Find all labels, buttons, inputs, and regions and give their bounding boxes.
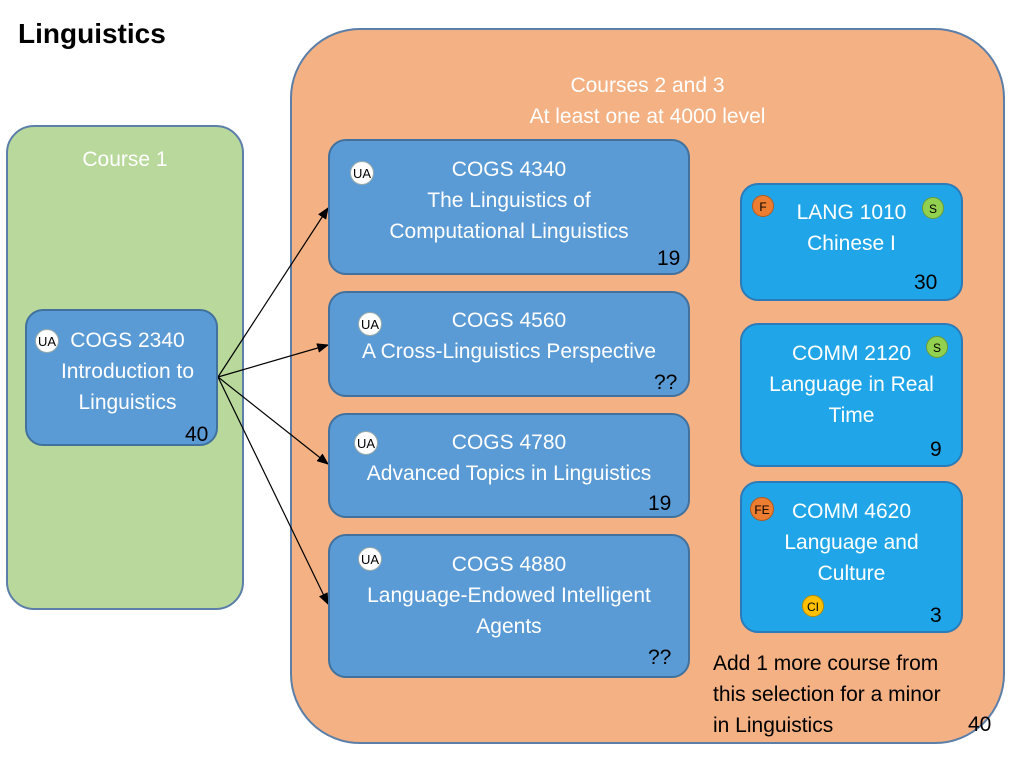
course-comm2120[interactable]: COMM 2120 Language in Real Time S 9 — [740, 323, 963, 467]
course-code: COGS 4560 — [451, 309, 567, 332]
enrollment-count: 19 — [657, 247, 681, 270]
course-comm4620[interactable]: COMM 4620 Language and Culture FE CI 3 — [740, 481, 963, 633]
note-line2: this selection for a minor — [713, 683, 941, 706]
course-cogs4880[interactable]: COGS 4880 Language-Endowed Intelligent A… — [328, 534, 690, 678]
course-name-line2: Culture — [817, 562, 886, 585]
enrollment-count: ?? — [654, 371, 678, 394]
course-name-line2: Computational Linguistics — [389, 220, 629, 243]
arrow-to-cogs4560 — [217, 343, 330, 378]
f-badge: F — [752, 195, 774, 217]
selection-note: Add 1 more course from this selection fo… — [713, 648, 983, 741]
course-code: COGS 2340 — [70, 329, 185, 352]
course-name-line2: Linguistics — [78, 391, 177, 414]
courses23-label-line2: At least one at 4000 level — [529, 105, 766, 128]
note-line3: in Linguistics — [713, 714, 834, 737]
arrow-to-cogs4880 — [217, 376, 329, 606]
ua-badge: UA — [358, 312, 382, 336]
enrollment-count: 19 — [648, 492, 672, 515]
course-name-line2: Agents — [476, 615, 542, 638]
course-name-line1: Language-Endowed Intelligent — [367, 584, 651, 607]
course-name-line1: Advanced Topics in Linguistics — [366, 462, 652, 485]
course-name-line2: Time — [828, 404, 875, 427]
course-code: COGS 4880 — [451, 553, 567, 576]
course-code: COGS 4340 — [451, 158, 567, 181]
ua-badge: UA — [358, 547, 382, 571]
arrow-to-cogs4340 — [217, 206, 329, 378]
course-name-line1: The Linguistics of — [427, 189, 591, 212]
courses23-label-line1: Courses 2 and 3 — [570, 74, 725, 97]
enrollment-count: 9 — [930, 438, 942, 461]
course-code: LANG 1010 — [796, 201, 907, 224]
course-cogs4780[interactable]: COGS 4780 Advanced Topics in Linguistics… — [328, 413, 690, 518]
course-cogs4560[interactable]: COGS 4560 A Cross-Linguistics Perspectiv… — [328, 291, 690, 397]
page-title: Linguistics — [18, 18, 166, 49]
s-badge: S — [922, 197, 944, 219]
page-number: 40 — [968, 713, 992, 736]
course-code: COMM 2120 — [791, 342, 912, 365]
course-cogs2340[interactable]: COGS 2340 Introduction to Linguistics UA… — [25, 309, 218, 446]
enrollment-count: 40 — [185, 423, 209, 446]
course-name-line1: Language in Real — [769, 373, 934, 396]
course-name-line1: A Cross-Linguistics Perspective — [361, 340, 657, 363]
ci-badge: CI — [802, 595, 824, 617]
courses23-label: Courses 2 and 3 At least one at 4000 lev… — [292, 70, 1003, 132]
course-code: COMM 4620 — [791, 500, 912, 523]
arrow-to-cogs4780 — [217, 376, 329, 465]
ua-badge: UA — [350, 161, 374, 185]
course-name-line1: Language and — [784, 531, 919, 554]
course-code: COGS 4780 — [451, 431, 567, 454]
enrollment-count: 30 — [914, 271, 938, 294]
course1-label: Course 1 — [82, 148, 168, 171]
course-name-line1: Introduction to — [60, 360, 195, 383]
ua-badge: UA — [35, 329, 59, 353]
note-line1: Add 1 more course from — [713, 652, 939, 675]
course-name-line1: Chinese I — [807, 232, 896, 255]
enrollment-count: ?? — [648, 646, 672, 669]
s-badge: S — [926, 336, 948, 358]
course-lang1010[interactable]: LANG 1010 Chinese I F S 30 — [740, 183, 963, 301]
fe-badge: FE — [750, 497, 774, 521]
enrollment-count: 3 — [930, 604, 942, 627]
course-cogs4340[interactable]: COGS 4340 The Linguistics of Computation… — [328, 139, 690, 275]
ua-badge: UA — [354, 431, 378, 455]
